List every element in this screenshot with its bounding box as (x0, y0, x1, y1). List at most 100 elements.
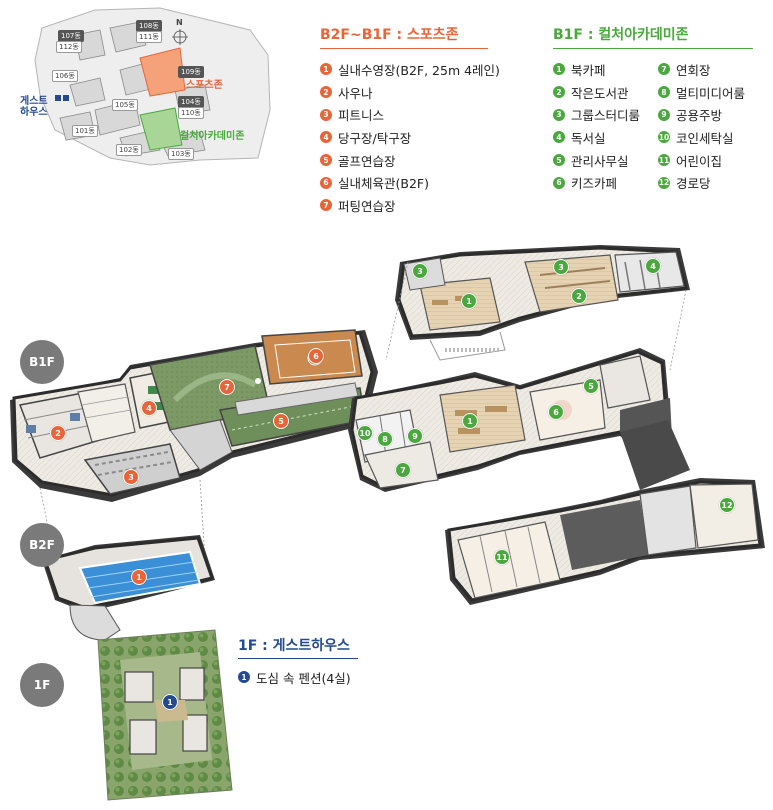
legend-item-label: 골프연습장 (338, 153, 396, 169)
legend-number-badge: 3 (320, 108, 332, 121)
marker-culture-7: 7 (395, 462, 411, 478)
legend-item-label: 멀티미디어룸 (676, 85, 746, 101)
marker-culture-1: 1 (462, 413, 478, 429)
building-label-109: 109동 (178, 66, 204, 78)
legend-item-label: 퍼팅연습장 (338, 198, 396, 214)
legend-item: 5 관리사무실 (553, 149, 640, 172)
b1f-library-block (395, 245, 690, 361)
site-map-labels: 107동 112동 108동 111동 N 109동 스포츠존 104동 110… (0, 0, 300, 175)
b1f-daycare-wing (445, 420, 765, 605)
marker-sports-3: 3 (123, 469, 139, 485)
legend-guest-title: 1F : 게스트하우스 (238, 638, 350, 654)
legend-number-badge: 8 (658, 86, 670, 99)
legend-sports-rule (320, 48, 488, 49)
legend-sports-title: B2F~B1F : 스포츠존 (320, 27, 459, 43)
legend-item-label: 독서실 (571, 130, 606, 146)
legend-number-badge: 4 (320, 131, 332, 144)
legend-number-badge: 2 (553, 86, 565, 99)
marker-culture-8: 8 (377, 431, 393, 447)
legend-item-label: 관리사무실 (571, 153, 629, 169)
legend-item-label: 어린이집 (676, 153, 723, 169)
legend-item-label: 당구장/탁구장 (338, 130, 412, 146)
floor-badge-b1f: B1F (20, 340, 64, 384)
legend-number-badge: 12 (658, 176, 670, 189)
legend-number-badge: 4 (553, 131, 565, 144)
legend-guest-rule (238, 658, 358, 659)
legend-item-label: 공용주방 (676, 108, 723, 124)
legend-culture-rule (553, 48, 753, 49)
legend-item: 2 작은도서관 (553, 81, 640, 104)
legend-number-badge: 11 (658, 154, 670, 167)
legend-item: 3 피트니스 (320, 103, 500, 126)
zone-label-culture: 컬처아카데미존 (180, 131, 245, 142)
legend-number-badge: 10 (658, 131, 670, 144)
marker-sports-4: 4 (141, 400, 157, 416)
legend-number-badge: 6 (553, 176, 565, 189)
legend-number-badge: 1 (238, 671, 250, 684)
floor-badge-1f: 1F (20, 663, 64, 707)
marker-sports-1: 1 (131, 569, 147, 585)
floor-badge-b2f: B2F (20, 523, 64, 567)
marker-culture-11: 11 (494, 549, 510, 565)
building-label-110: 110동 (178, 107, 204, 119)
marker-culture-9: 9 (407, 428, 423, 444)
legend-item: 1 북카페 (553, 58, 640, 81)
marker-culture-3a: 3 (412, 263, 428, 279)
building-label-112: 112동 (56, 41, 82, 53)
legend-number-badge: 2 (320, 86, 332, 99)
legend-item: 4 당구장/탁구장 (320, 126, 500, 149)
legend-number-badge: 1 (320, 63, 332, 76)
marker-sports-7: 7 (219, 379, 235, 395)
legend-item-label: 피트니스 (338, 108, 385, 124)
zone-label-guesthouse: 게스트 하우스 (20, 96, 48, 118)
legend-item: 5 골프연습장 (320, 149, 500, 172)
building-label-103: 103동 (168, 148, 194, 160)
legend-item-label: 실내체육관(B2F) (338, 176, 429, 192)
legend-item-label: 경로당 (676, 176, 711, 192)
legend-item: 4 독서실 (553, 126, 640, 149)
legend-item: 12 경로당 (658, 171, 745, 194)
legend-item: 10 코인세탁실 (658, 126, 745, 149)
building-label-101: 101동 (72, 125, 98, 137)
legend-number-badge: 7 (658, 63, 670, 76)
compass-north: N (176, 18, 183, 27)
legend-item: 9 공용주방 (658, 103, 745, 126)
building-label-102: 102동 (116, 144, 142, 156)
legend-sports-list: 1 실내수영장(B2F, 25m 4레인) 2 사우나 3 피트니스 4 당구장/탁구장 5 골프… (320, 58, 500, 217)
legend-item: 7 퍼팅연습장 (320, 194, 500, 217)
legend-item-label: 코인세탁실 (676, 130, 734, 146)
marker-culture-5: 5 (583, 378, 599, 394)
b2f-pool (42, 535, 215, 641)
legend-item-label: 사우나 (338, 85, 373, 101)
legend-item-label: 작은도서관 (571, 85, 629, 101)
legend-item: 11 어린이집 (658, 149, 745, 172)
building-label-105: 105동 (112, 99, 138, 111)
marker-culture-2: 2 (571, 288, 587, 304)
legend-item: 2 사우나 (320, 81, 500, 104)
legend-item: 7 연회장 (658, 58, 745, 81)
legend-number-badge: 5 (320, 154, 332, 167)
legend-item: 1 도심 속 펜션(4실) (238, 666, 351, 689)
legend-item-label: 실내수영장(B2F, 25m 4레인) (338, 62, 500, 78)
legend-number-badge: 3 (553, 108, 565, 121)
legend-number-badge: 9 (658, 108, 670, 121)
legend-number-badge: 7 (320, 199, 332, 212)
legend-item: 1 실내수영장(B2F, 25m 4레인) (320, 58, 500, 81)
legend-number-badge: 1 (553, 63, 565, 76)
legend-guest-list: 1 도심 속 펜션(4실) (238, 666, 351, 689)
1f-guest-house (97, 629, 233, 801)
legend-item-label: 도심 속 펜션(4실) (256, 670, 351, 686)
marker-sports-5: 5 (273, 413, 289, 429)
legend-item: 8 멀티미디어룸 (658, 81, 745, 104)
marker-culture-4: 4 (645, 258, 661, 274)
marker-culture-6: 6 (548, 404, 564, 420)
legend-item-label: 북카페 (571, 62, 606, 78)
legend-item-label: 연회장 (676, 62, 711, 78)
legend-number-badge: 5 (553, 154, 565, 167)
site-map (34, 7, 271, 166)
marker-culture-12: 12 (719, 497, 735, 513)
